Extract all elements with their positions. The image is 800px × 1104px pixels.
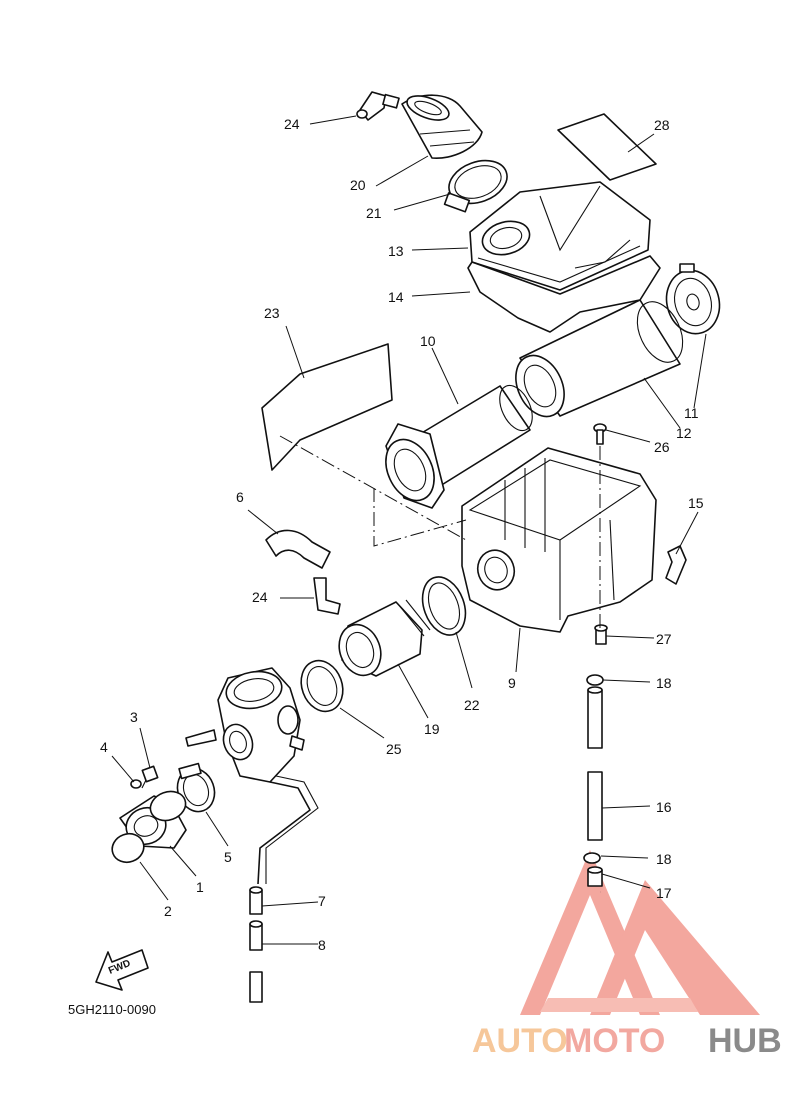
watermark-logo [520,850,760,1015]
part-28-label [557,113,657,181]
callout-5: 5 [224,849,232,865]
part-5-clamp [176,762,216,813]
callout-numbers: 24 20 21 13 14 28 23 10 11 12 26 15 27 1… [100,116,704,953]
part-13-case-cap [469,181,651,291]
callout-18-upper: 18 [656,675,672,691]
part-24-elbow-lower [313,577,341,615]
carburetor [185,667,305,783]
callout-4: 4 [100,739,108,755]
watermark-text-hub: HUB [708,1022,782,1060]
carburetor-overflow-pipe-inner [265,775,319,884]
part-7-joint [249,886,263,915]
part-21-clamp [443,159,508,213]
callout-12: 12 [676,425,692,441]
assembly-line-10 [373,488,467,547]
part-27-bolt [594,624,608,645]
callout-8: 8 [318,937,326,953]
callout-24-top: 24 [284,116,300,132]
part-2-o-ring [111,832,145,864]
callout-20: 20 [350,177,366,193]
callout-19: 19 [424,721,440,737]
part-24-elbow-top [356,91,400,121]
part-15-clip [665,545,687,585]
part-6-hose [265,529,331,569]
leader-lines [111,115,707,945]
callout-21: 21 [366,205,382,221]
callout-16: 16 [656,799,672,815]
callout-3: 3 [130,709,138,725]
callout-26: 26 [654,439,670,455]
watermark-text-auto: AUTO [472,1022,568,1060]
diagram-code: 5GH2110-0090 [68,1002,156,1017]
part-18-clip-upper [586,674,604,686]
callout-18-lower: 18 [656,851,672,867]
callout-25: 25 [386,741,402,757]
callout-17: 17 [656,885,672,901]
part-26-screw [593,423,607,445]
callout-24-lower: 24 [252,589,268,605]
part-4-washer [130,779,142,789]
assembly-line-23 [279,435,467,541]
part-17-plug [587,866,603,887]
part-9-case [461,447,657,633]
callout-27: 27 [656,631,672,647]
callout-13: 13 [388,243,404,259]
part-11-cover [665,263,721,335]
part-23-sheet [261,343,393,471]
part-18-clip-lower [583,852,601,864]
part-10-element [385,384,533,509]
callout-22: 22 [464,697,480,713]
callout-23: 23 [264,305,280,321]
callout-28: 28 [654,117,670,133]
callout-6: 6 [236,489,244,505]
callout-10: 10 [420,333,436,349]
part-12-element [515,299,684,418]
callout-1: 1 [196,879,204,895]
carburetor-overflow-pipe [257,781,311,885]
part-22-clamp [421,576,467,636]
callout-2: 2 [164,903,172,919]
callout-15: 15 [688,495,704,511]
part-19-joint [338,599,431,677]
part-8-hose [249,920,263,1003]
part-16-drain-hose [587,686,603,841]
callout-11: 11 [684,405,699,421]
part-25-clamp [300,659,344,713]
callout-9: 9 [508,675,516,691]
part-3-bolt [141,765,159,789]
part-20-joint [401,94,483,159]
callout-7: 7 [318,893,326,909]
fwd-arrow-icon: FWD [95,949,149,991]
part-1-joint [119,790,187,849]
callout-14: 14 [388,289,404,305]
watermark-text-moto: MOTO [564,1022,665,1060]
